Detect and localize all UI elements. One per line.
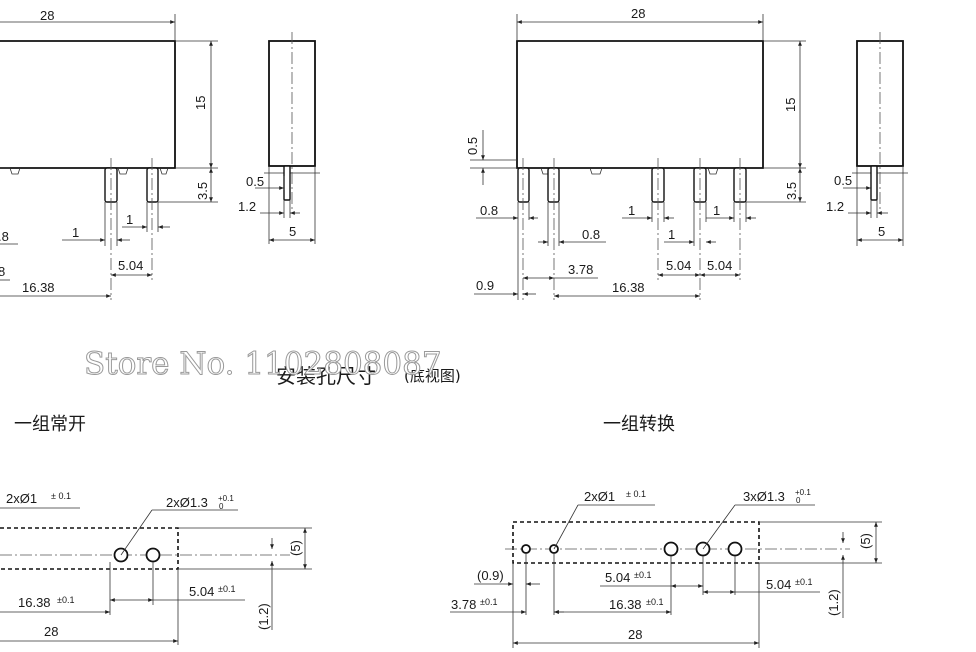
hole-pattern-right: 2xØ1 ± 0.1 3xØ1.3 +0.1 0 (0.9) 5.04 ±0.1… — [450, 488, 882, 648]
section-title: 安装孔尺寸 — [276, 364, 376, 388]
side-offset-label: 0.5 — [246, 174, 264, 189]
small-hole-label: 2xØ1 — [584, 489, 615, 504]
pitch-label-2: 5.04 — [707, 258, 732, 273]
width-label: (5) — [858, 533, 873, 549]
side-view-left: 0.5 1.2 5 — [238, 32, 320, 244]
large-hole-label: 3xØ1.3 — [743, 489, 785, 504]
small-hole-label: 2xØ1 — [6, 491, 37, 506]
edge-label: (0.9) — [477, 568, 504, 583]
side-pin-width-label: 1.2 — [238, 199, 256, 214]
pitch-tol-1: ±0.1 — [634, 570, 651, 580]
offset-label: (1.2) — [826, 589, 841, 616]
pin-length-label: 3.5 — [195, 182, 210, 200]
side-pin-width-label: 1.2 — [826, 199, 844, 214]
offset-top-label: 0.5 — [465, 137, 480, 155]
side-width-label: 5 — [878, 224, 885, 239]
width-label: (5) — [288, 540, 303, 556]
length-label: 28 — [631, 6, 645, 21]
small-hole-tol: ± 0.1 — [626, 489, 646, 499]
distance-tol-2: ±0.1 — [646, 597, 663, 607]
pitch-tol: ±0.1 — [218, 584, 235, 594]
distance-label-2: 16.38 — [609, 597, 642, 612]
distance-tol: ±0.1 — [57, 595, 74, 605]
pin-width-label: 1 — [72, 225, 79, 240]
pin-width-label-1: 0.8 — [480, 203, 498, 218]
large-hole-tol-up: +0.1 — [218, 494, 234, 503]
pitch-label-2: 5.04 — [766, 577, 791, 592]
hole-pattern-left: 2xØ1 ± 0.1 2xØ1.3 +0.1 0 16.38 ±0.1 5.04… — [0, 491, 312, 645]
edge-label-b: 8 — [0, 264, 5, 279]
distance-label-1: 3.78 — [451, 597, 476, 612]
distance-label: 16.38 — [22, 280, 55, 295]
watermark: Store No. 1102808087 — [84, 346, 442, 382]
left-group-label: 一组常开 — [14, 414, 86, 435]
height-label: 15 — [783, 98, 798, 112]
side-view-right: 0.5 1.2 5 — [826, 32, 908, 246]
section-subtitle: (底视图) — [404, 367, 461, 385]
length-label: 28 — [44, 624, 58, 639]
pin-width-label-2: 0.8 — [582, 227, 600, 242]
distance-label-2: 16.38 — [612, 280, 645, 295]
side-width-label: 5 — [289, 224, 296, 239]
height-label: 15 — [193, 96, 208, 110]
pin-width-label-3: 1 — [628, 203, 635, 218]
length-label: 28 — [40, 8, 54, 23]
edge-label-a: .8 — [0, 229, 9, 244]
large-hole-tol-up: +0.1 — [795, 488, 811, 497]
edge-label: 0.9 — [476, 278, 494, 293]
large-hole-tol-down: 0 — [219, 502, 224, 511]
pin-length-label: 3.5 — [784, 182, 799, 200]
front-view-left: 28 15 3.5 1 1 5.04 16.38 .8 8 — [0, 8, 218, 300]
small-hole-tol: ± 0.1 — [51, 491, 71, 501]
pitch-label-1: 5.04 — [666, 258, 691, 273]
length-label: 28 — [628, 627, 642, 642]
pitch-label: 5.04 — [118, 258, 143, 273]
distance-label: 16.38 — [18, 595, 51, 610]
pin-width-label-5: 1 — [713, 203, 720, 218]
large-hole-label: 2xØ1.3 — [166, 495, 208, 510]
pitch-label: 5.04 — [189, 584, 214, 599]
pin-width-label-2: 1 — [126, 212, 133, 227]
pitch-label-1: 5.04 — [605, 570, 630, 585]
distance-label-1: 3.78 — [568, 262, 593, 277]
large-hole-tol-down: 0 — [796, 496, 801, 505]
right-group-label: 一组转换 — [603, 414, 675, 435]
offset-label: (1.2) — [256, 603, 271, 630]
distance-tol-1: ±0.1 — [480, 597, 497, 607]
front-view-right: 28 15 3.5 0.5 0.8 — [465, 6, 806, 300]
pin-width-label-4: 1 — [668, 227, 675, 242]
pitch-tol-2: ±0.1 — [795, 577, 812, 587]
side-offset-label: 0.5 — [834, 173, 852, 188]
